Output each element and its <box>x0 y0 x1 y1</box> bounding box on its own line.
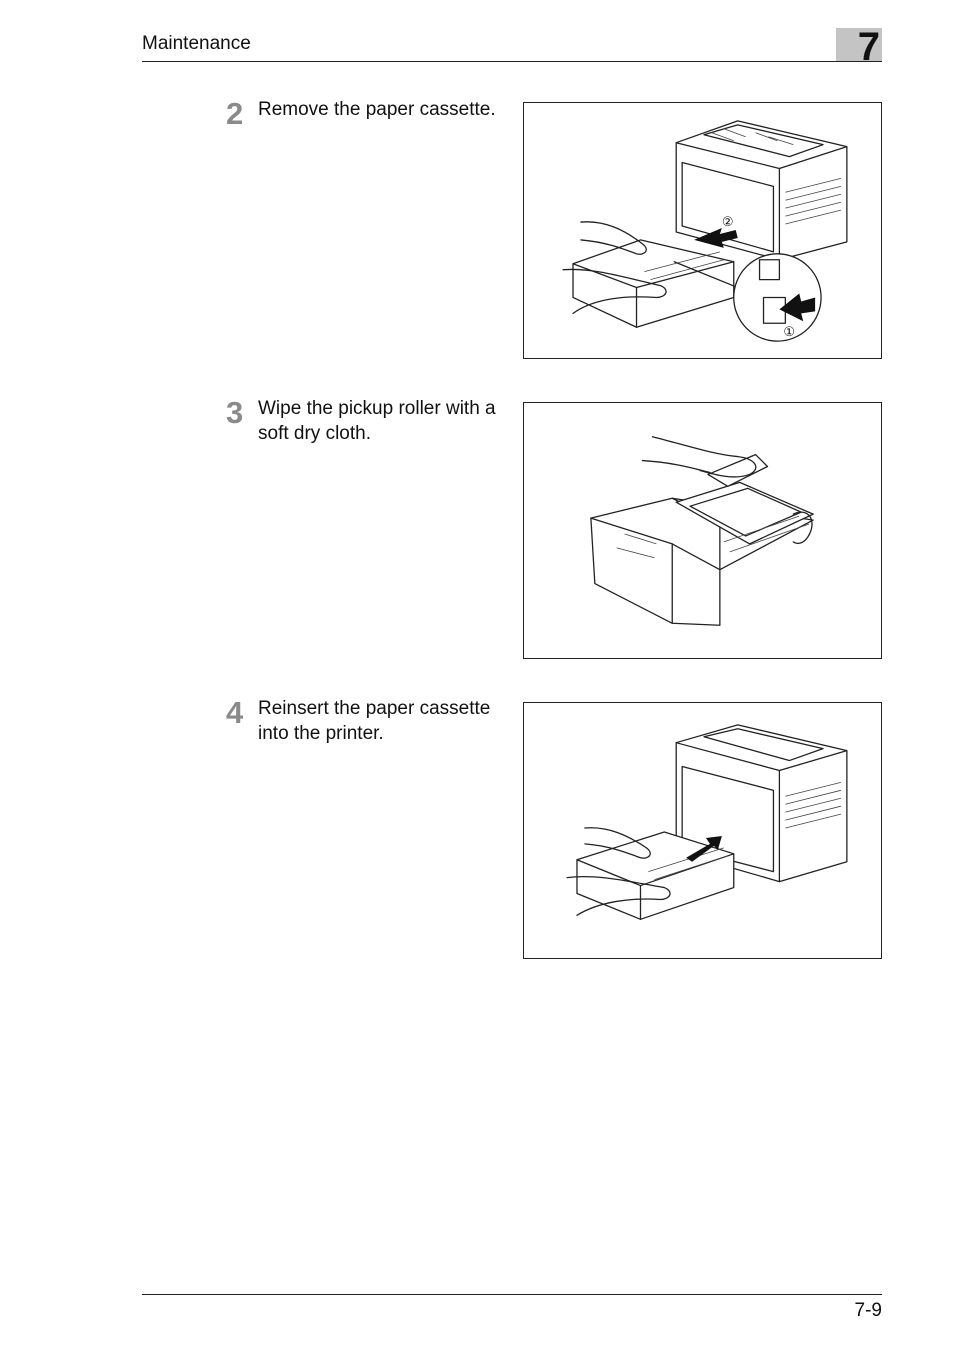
step-number: 4 <box>226 695 244 730</box>
callout-2: ② <box>722 214 734 229</box>
illustration-wipe-roller <box>590 436 814 626</box>
footer-divider <box>142 1294 882 1295</box>
page-number: 7-9 <box>854 1300 882 1321</box>
figure-reinsert-cassette <box>523 702 882 959</box>
figure-remove-cassette: ② ① <box>523 102 882 359</box>
section-title: Maintenance <box>142 33 251 54</box>
callout-1: ① <box>783 324 795 339</box>
step-number: 3 <box>226 395 244 430</box>
illustration-remove-cassette: ② ① <box>562 120 848 342</box>
step-number: 2 <box>226 96 244 131</box>
chapter-number: 7 <box>857 25 880 69</box>
step-instruction: Reinsert the paper cassette into the pri… <box>258 698 491 744</box>
step-instruction: Remove the paper cassette. <box>258 99 496 120</box>
figure-wipe-roller <box>523 402 882 659</box>
chapter-badge: 7 <box>836 27 882 67</box>
step-instruction: Wipe the pickup roller with a soft dry c… <box>258 398 496 444</box>
illustration-reinsert-cassette <box>566 724 848 920</box>
header-divider <box>142 61 882 62</box>
